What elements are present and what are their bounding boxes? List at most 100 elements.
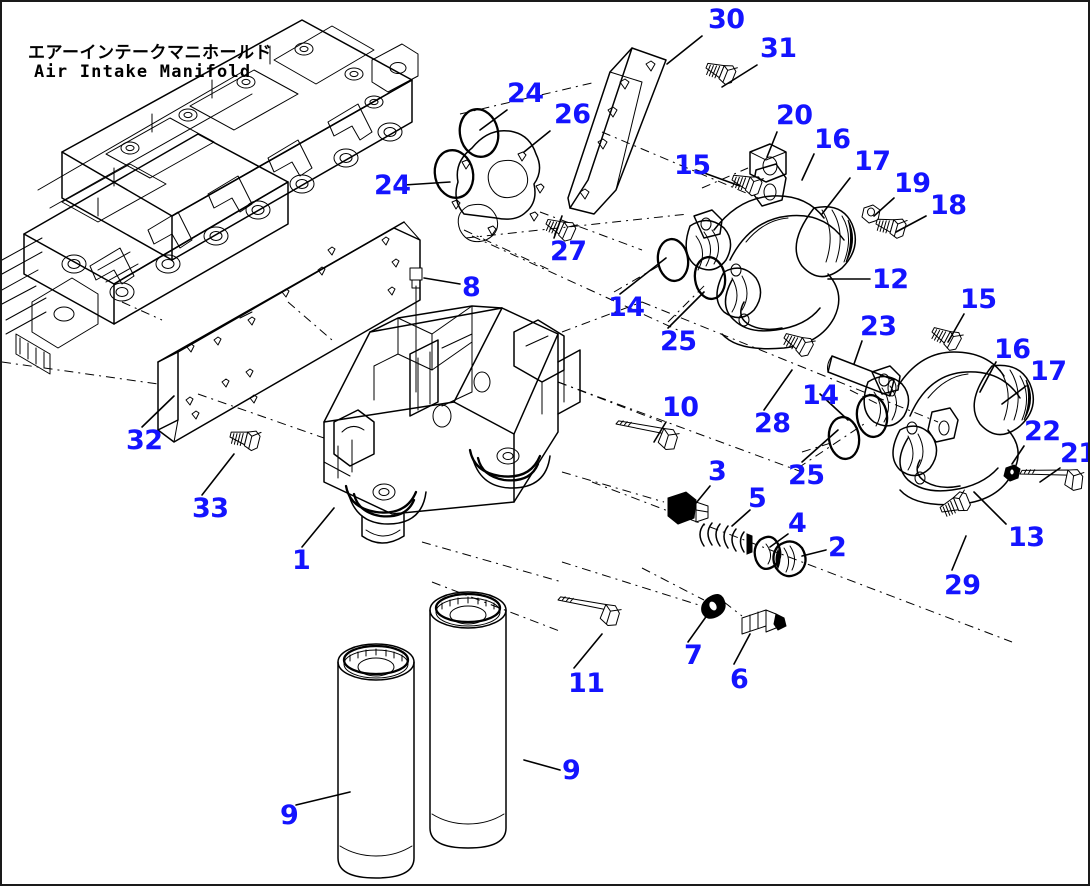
spring-5 (699, 522, 753, 555)
leader-line-21 (1039, 467, 1061, 483)
leader-line-3 (691, 485, 711, 509)
callout-2: 2 (828, 532, 847, 563)
callout-19: 19 (894, 168, 931, 199)
callout-3: 3 (708, 456, 727, 487)
leader-line-30 (666, 35, 703, 65)
leader-line-33 (201, 453, 235, 496)
callout-14: 14 (608, 292, 645, 323)
mounting-plate-graphic (2, 221, 421, 443)
leader-line-17 (1001, 385, 1027, 405)
callout-1: 1 (292, 545, 311, 576)
leader-line-16 (801, 153, 815, 181)
callout-20: 20 (776, 100, 813, 131)
assembly-guides (121, 235, 1013, 643)
callout-33: 33 (192, 493, 229, 524)
leader-line-4 (769, 533, 789, 548)
flange-26-graphic (451, 130, 643, 271)
leader-line-24 (403, 181, 451, 186)
callout-25: 25 (660, 326, 697, 357)
leader-line-16 (979, 361, 997, 393)
tube-23 (827, 355, 897, 405)
callout-17: 17 (854, 146, 891, 177)
oil-filter-housing-graphic (287, 301, 663, 583)
leader-line-27 (553, 215, 563, 239)
washer-22 (1003, 464, 1021, 482)
callout-22: 22 (1024, 416, 1061, 447)
bolt-11 (557, 581, 624, 630)
leader-line-2 (801, 549, 827, 557)
callout-26: 26 (554, 99, 591, 130)
callout-4: 4 (788, 508, 807, 539)
bolt-15-upper (728, 168, 764, 198)
leader-line-15 (695, 169, 741, 187)
oring-7 (641, 567, 726, 619)
leader-line-11 (573, 633, 603, 669)
leader-line-13 (973, 491, 1007, 525)
callout-16: 16 (994, 334, 1031, 365)
plug-8 (409, 267, 423, 393)
leader-line-17 (821, 177, 851, 215)
spacer-20 (701, 143, 787, 189)
leader-line-23 (853, 340, 863, 365)
valve-3 (561, 471, 709, 525)
leader-line-14 (619, 257, 667, 295)
callout-5: 5 (748, 483, 767, 514)
leader-line-8 (423, 277, 461, 285)
bolt-33 (227, 424, 262, 453)
callout-9: 9 (280, 800, 299, 831)
callout-25: 25 (788, 460, 825, 491)
gasket-24-upper (458, 108, 500, 158)
leader-line-9 (295, 791, 351, 806)
air-intake-manifold-graphic (2, 19, 419, 375)
title-japanese: エアーインテークマニホールド (28, 43, 272, 63)
bracket-30-graphic (459, 47, 759, 215)
leader-line-31 (721, 64, 758, 88)
leader-line-6 (733, 633, 751, 665)
leader-line-25 (667, 291, 705, 329)
callout-11: 11 (568, 668, 605, 699)
leader-line-24 (479, 109, 508, 131)
leader-line-10 (653, 421, 667, 443)
callout-17: 17 (1030, 356, 1067, 387)
leader-line-26 (523, 130, 551, 153)
callout-28: 28 (754, 408, 791, 439)
callout-18: 18 (930, 190, 967, 221)
callout-23: 23 (860, 311, 897, 342)
leader-line-20 (766, 131, 778, 158)
callout-10: 10 (662, 392, 699, 423)
callout-9: 9 (562, 755, 581, 786)
callout-12: 12 (872, 264, 909, 295)
title-english: Air Intake Manifold (34, 62, 252, 82)
callout-15: 15 (674, 150, 711, 181)
callout-30: 30 (708, 4, 745, 35)
leader-line-9 (523, 759, 561, 771)
leader-line-5 (731, 509, 751, 527)
filter-cartridge-right (429, 591, 507, 849)
callout-24: 24 (374, 170, 411, 201)
leader-line-25 (801, 429, 839, 463)
callout-15: 15 (960, 284, 997, 315)
leader-line-28 (763, 369, 793, 411)
callout-32: 32 (126, 425, 163, 456)
upper-pipe-assembly-graphic (465, 163, 857, 350)
leader-line-7 (687, 613, 709, 643)
leader-line-32 (141, 395, 175, 428)
lower-pipe-assembly-graphic (797, 351, 1035, 506)
leader-line-29 (951, 535, 967, 571)
callout-14: 14 (802, 380, 839, 411)
callout-7: 7 (684, 640, 703, 671)
leader-line-22 (1011, 445, 1025, 465)
callout-29: 29 (944, 570, 981, 601)
sensor-6 (723, 601, 787, 635)
callout-6: 6 (730, 664, 749, 695)
leader-line-19 (873, 197, 895, 217)
bolt-28 (779, 326, 816, 360)
leader-line-15 (947, 313, 965, 343)
callout-31: 31 (760, 33, 797, 64)
callout-21: 21 (1060, 438, 1088, 469)
callout-8: 8 (462, 272, 481, 303)
leader-line-18 (895, 215, 927, 233)
bolt-31 (702, 56, 738, 87)
